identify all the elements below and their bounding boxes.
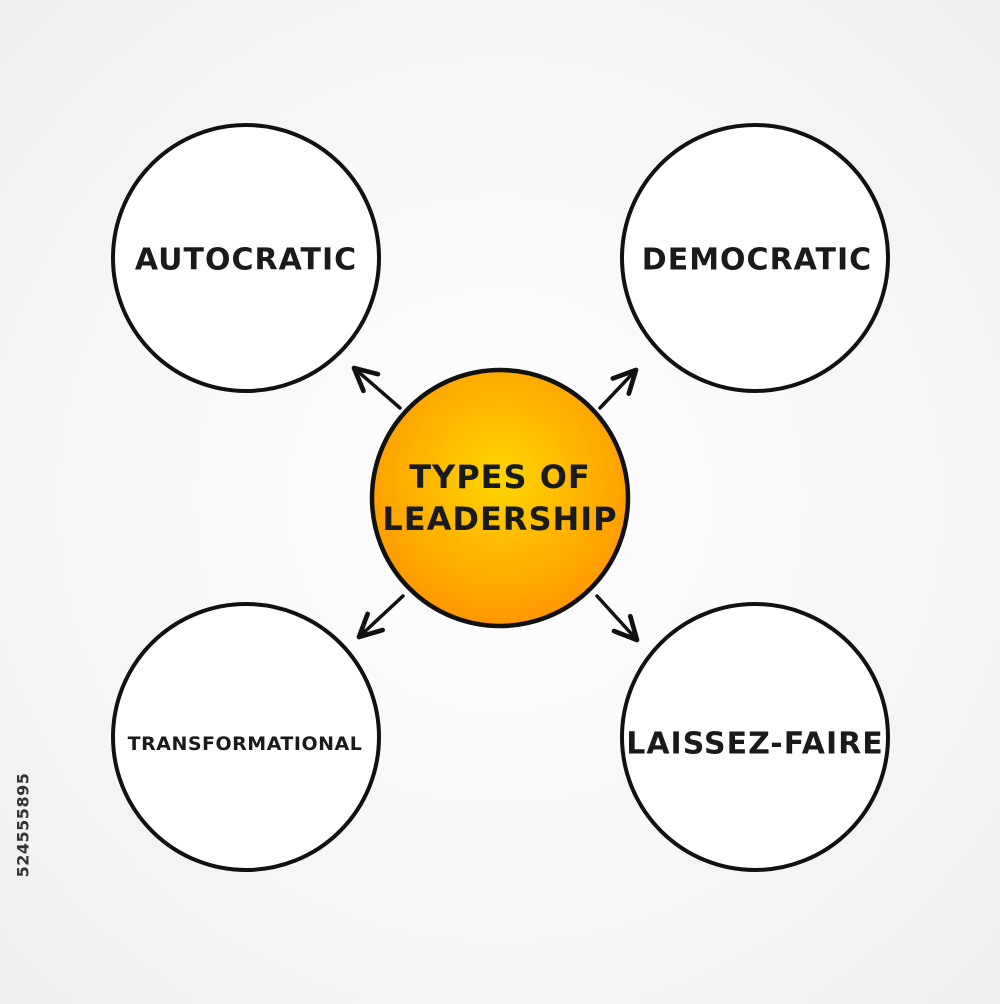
center-title: TYPES OF LEADERSHIP (382, 456, 617, 540)
stock-image-id-text: 524555895 (13, 772, 33, 878)
center-title-line-2: LEADERSHIP (382, 500, 618, 538)
center-circle (369, 367, 631, 629)
node-label-transformational: TRANSFORMATIONAL (127, 733, 363, 755)
node-circle-laissez-faire (620, 602, 890, 872)
node-circle-autocratic (111, 123, 381, 393)
arrow-to-transformational (356, 594, 405, 640)
node-circle-transformational (111, 602, 381, 872)
node-circle-democratic (620, 123, 890, 393)
node-label-autocratic: AUTOCRATIC (134, 242, 358, 278)
arrow-to-autocratic (351, 365, 402, 410)
arrow-to-laissez-faire (595, 594, 640, 643)
node-label-democratic: DEMOCRATIC (641, 242, 873, 278)
center-title-line-1: TYPES OF (409, 458, 591, 496)
arrow-to-democratic (598, 367, 639, 410)
stock-image-id: 524555895 (3, 760, 43, 890)
node-label-laissez-faire: LAISSEZ-FAIRE (626, 726, 884, 762)
